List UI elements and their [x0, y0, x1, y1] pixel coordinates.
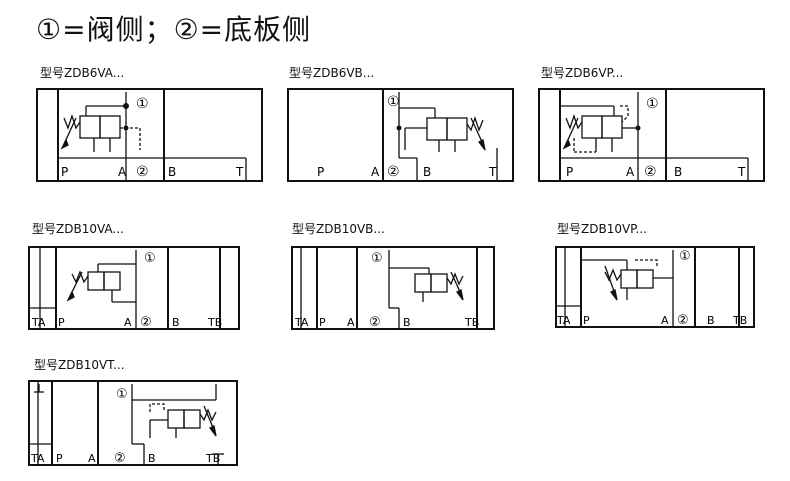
- port-a: A: [371, 165, 380, 179]
- base-side-mark: ②: [136, 164, 149, 180]
- diagram-zdb10va: TA P A ① ② B TB: [28, 246, 240, 330]
- diagram-zdb6va: P A ① ② B T: [36, 88, 263, 182]
- valve-side-mark: ①: [646, 96, 659, 112]
- diagram-label-zdb10vp: 型号ZDB10VP...: [557, 222, 647, 236]
- port-b: B: [674, 165, 682, 179]
- valve-side-mark: ①: [679, 249, 691, 264]
- port-b: B: [148, 452, 156, 465]
- port-b: B: [168, 165, 176, 179]
- port-ta: TA: [31, 316, 46, 329]
- port-p: P: [58, 316, 65, 329]
- port-a: A: [88, 452, 96, 465]
- port-b: B: [707, 314, 715, 327]
- port-a: A: [626, 165, 635, 179]
- diagram-zdb10vb: TA P A ① ② B TB: [291, 246, 495, 330]
- port-p: P: [566, 165, 573, 179]
- diagram-label-zdb6va: 型号ZDB6VA...: [40, 66, 125, 80]
- valve-side-mark: ①: [144, 251, 156, 266]
- port-p: P: [56, 452, 63, 465]
- diagram-label-zdb6vb: 型号ZDB6VB...: [289, 66, 375, 80]
- port-p: P: [319, 316, 326, 329]
- port-a: A: [118, 165, 127, 179]
- port-ta: TA: [294, 316, 309, 329]
- diagram-zdb10vp: TA P A ① ② B TB: [555, 246, 755, 328]
- port-ta: TA: [556, 314, 571, 327]
- base-side-mark: ②: [387, 164, 400, 180]
- diagram-zdb6vp: P A ① ② B T: [538, 88, 765, 182]
- port-a: A: [661, 314, 669, 327]
- base-side-mark: ②: [644, 164, 657, 180]
- port-t: T: [737, 165, 746, 179]
- port-p: P: [61, 165, 68, 179]
- port-tb: TB: [207, 316, 222, 329]
- base-side-mark: ②: [114, 451, 126, 466]
- port-t: T: [488, 165, 497, 179]
- port-p: P: [583, 314, 590, 327]
- diagram-label-zdb6vp: 型号ZDB6VP...: [541, 66, 624, 80]
- port-b: B: [403, 316, 411, 329]
- base-side-mark: ②: [677, 313, 689, 328]
- valve-side-mark: ①: [116, 387, 128, 402]
- base-side-mark: ②: [140, 315, 152, 330]
- valve-side-mark: ①: [387, 94, 400, 110]
- port-tb: TB: [205, 452, 220, 465]
- port-ta: TA: [30, 452, 45, 465]
- port-tb: TB: [464, 316, 479, 329]
- base-side-mark: ②: [369, 315, 381, 330]
- page-title: ①=阀侧；②=底板侧: [36, 13, 312, 46]
- port-tb: TB: [732, 314, 747, 327]
- port-p: P: [317, 165, 324, 179]
- port-a: A: [347, 316, 355, 329]
- port-b: B: [172, 316, 180, 329]
- port-a: A: [124, 316, 132, 329]
- diagram-zdb10vt: TA P A ① ② B TB: [28, 380, 238, 466]
- diagram-label-zdb10va: 型号ZDB10VA...: [32, 222, 124, 236]
- port-t: T: [235, 165, 244, 179]
- port-b: B: [423, 165, 431, 179]
- valve-side-mark: ①: [136, 96, 149, 112]
- valve-side-mark: ①: [371, 251, 383, 266]
- diagram-label-zdb10vb: 型号ZDB10VB...: [292, 222, 385, 236]
- diagram-zdb6vb: P A ① ② B T: [287, 88, 514, 182]
- diagram-label-zdb10vt: 型号ZDB10VT...: [34, 358, 125, 372]
